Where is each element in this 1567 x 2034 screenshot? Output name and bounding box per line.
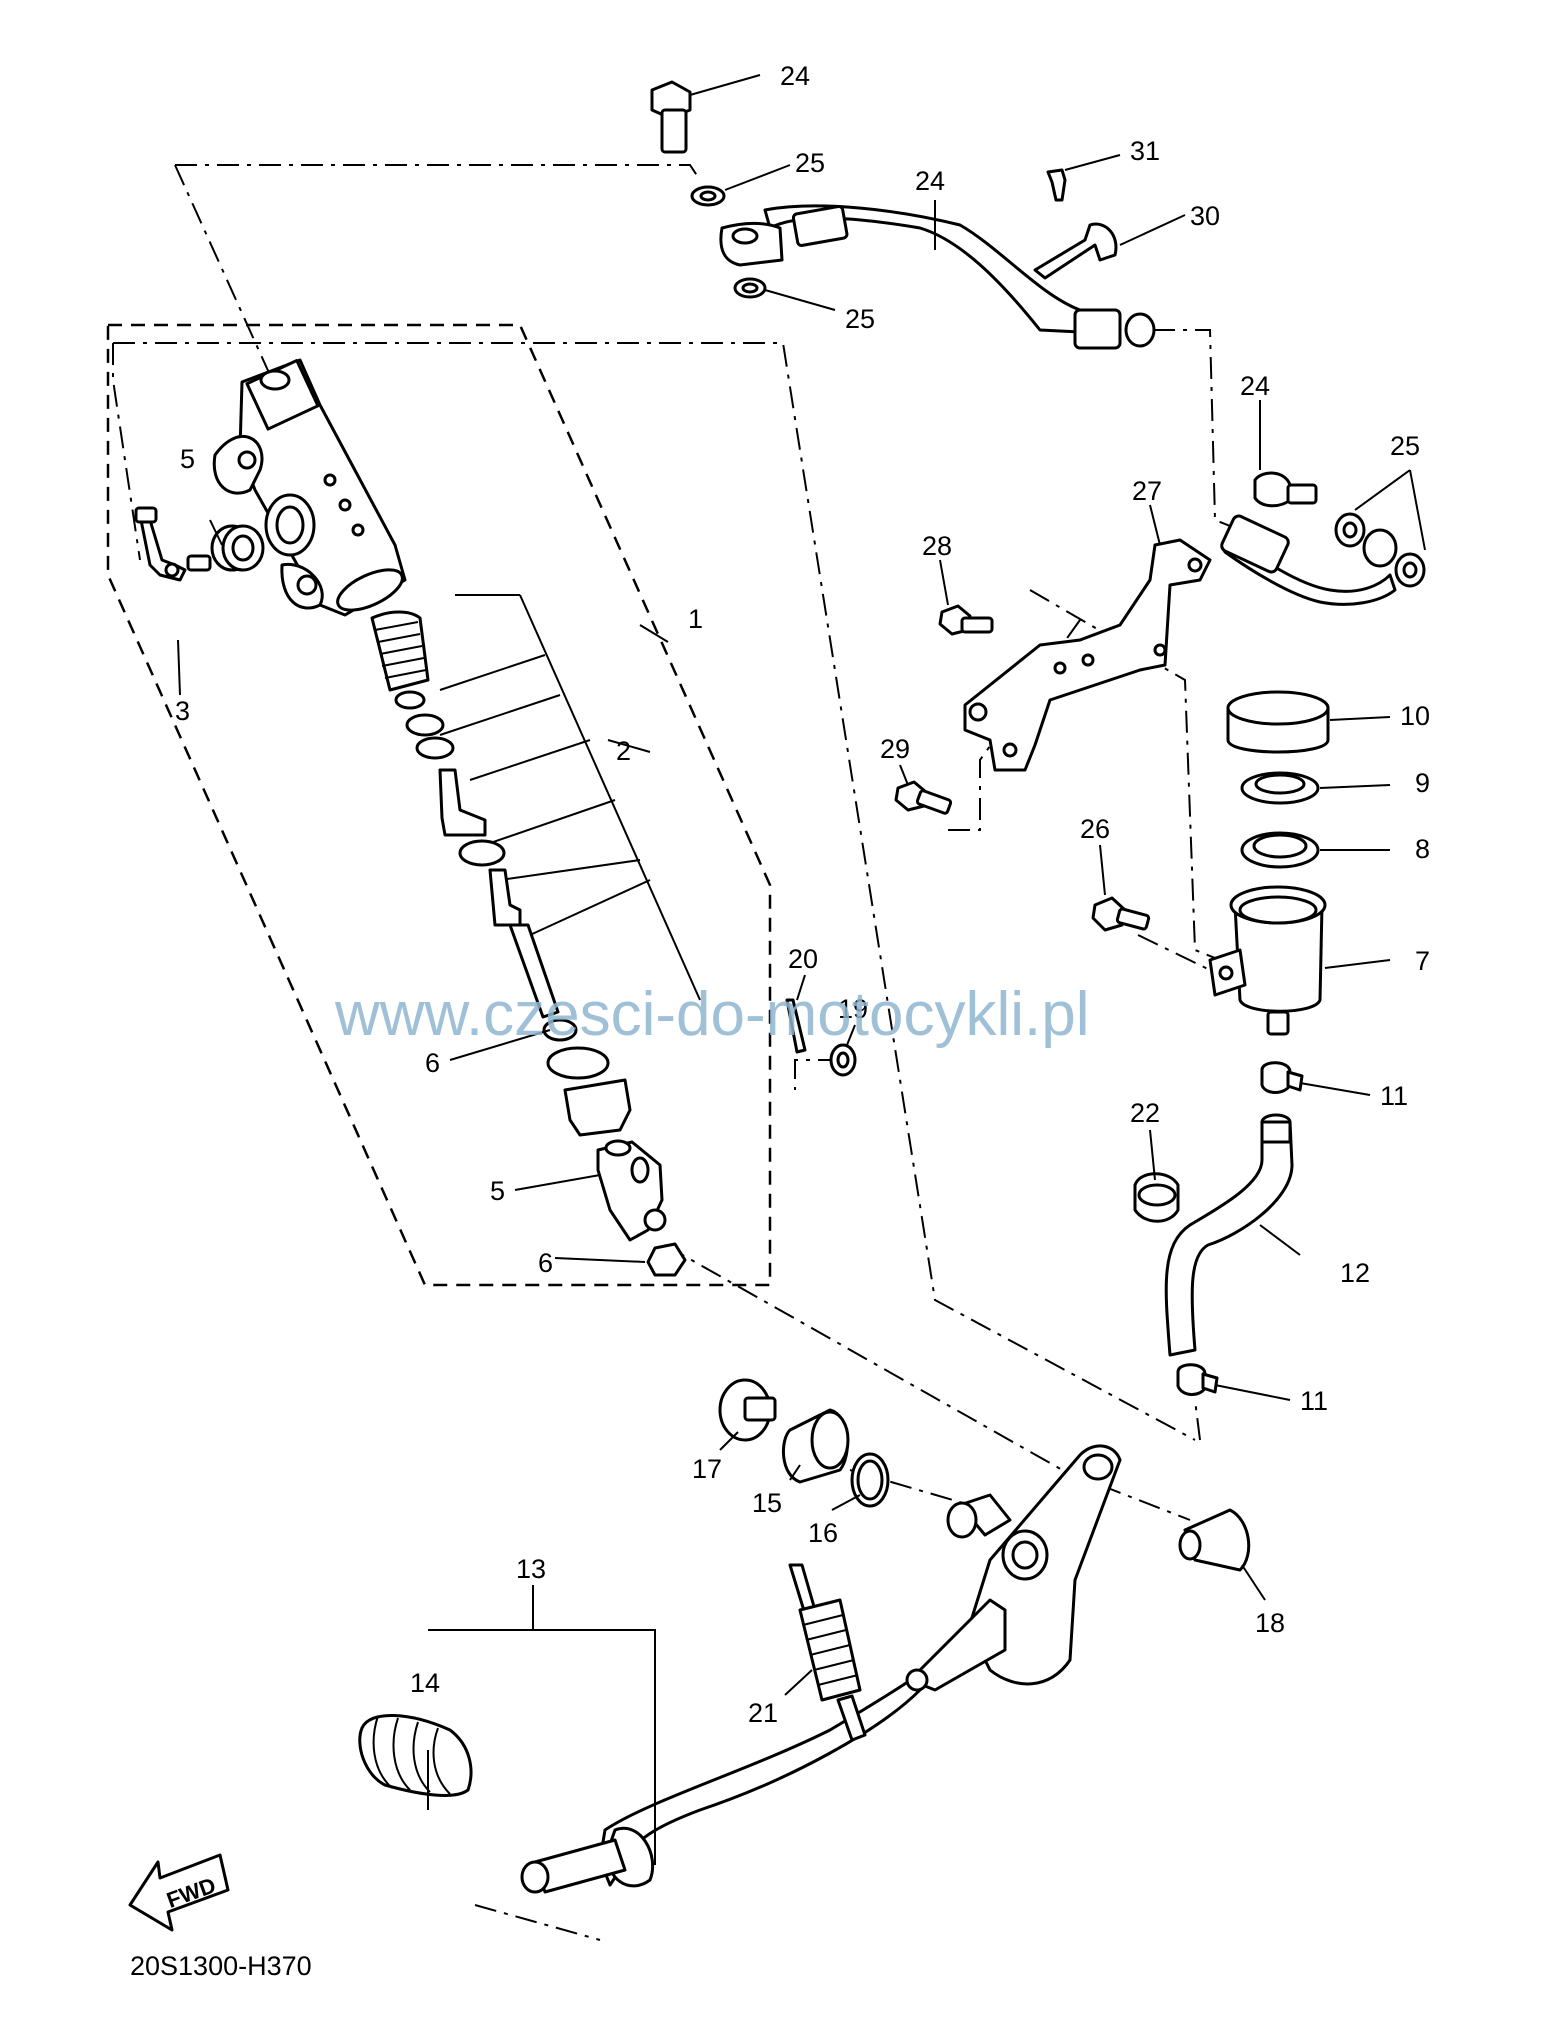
- fwd-arrow-icon: FWD: [128, 1853, 230, 1932]
- label-25-mid: 25: [845, 304, 875, 334]
- label-7: 7: [1415, 946, 1430, 976]
- screw-31: [1046, 168, 1067, 202]
- label-22: 22: [1130, 1098, 1160, 1128]
- label-20: 20: [788, 944, 818, 974]
- clip-11-bottom: [1176, 1363, 1219, 1396]
- label-30: 30: [1190, 201, 1220, 231]
- spring-21: [788, 1563, 867, 1742]
- cap-10: [1226, 690, 1330, 754]
- leader-lines: [177, 74, 1426, 1865]
- label-14: 14: [410, 1668, 440, 1698]
- label-5: 5: [490, 1176, 505, 1206]
- bush-15: [781, 1408, 850, 1484]
- cap-4: [186, 524, 265, 572]
- label-6-top: 6: [425, 1048, 440, 1078]
- label-3: 3: [175, 696, 190, 726]
- diagram-code: 20S1300-H370: [130, 1951, 312, 1981]
- part-labels: 24 25 24 31 30 25 24 25 27 28 5 1 3 2 10…: [175, 61, 1430, 1728]
- label-15: 15: [752, 1488, 782, 1518]
- pin-20: [785, 998, 807, 1054]
- bolt-28: [938, 604, 994, 636]
- master-cylinder-body: [212, 358, 407, 617]
- label-31: 31: [1130, 136, 1160, 166]
- piston-kit-2: [370, 610, 632, 1137]
- watermark: www.czesci-do-motocykli.pl: [334, 980, 1090, 1049]
- label-8: 8: [1415, 834, 1430, 864]
- label-2: 2: [616, 736, 631, 766]
- label-1: 1: [688, 604, 703, 634]
- ring-8: [1240, 831, 1320, 869]
- bolt-29: [894, 780, 953, 815]
- label-13: 13: [516, 1554, 546, 1584]
- master-cylinder-assembly-boundary: [106, 323, 772, 1287]
- footpeg-14: [358, 1713, 473, 1797]
- label-28: 28: [922, 531, 952, 561]
- label-24-right: 24: [1240, 371, 1270, 401]
- cap-17: [718, 1378, 777, 1442]
- label-26: 26: [1080, 814, 1110, 844]
- o-ring-16: [850, 1452, 890, 1508]
- clamp-30: [1033, 222, 1118, 280]
- label-16: 16: [808, 1518, 838, 1548]
- label-23: 24: [915, 166, 945, 196]
- reservoir-7: [1208, 885, 1327, 1036]
- label-11-bottom: 11: [1300, 1386, 1328, 1416]
- label-6-bottom: 6: [538, 1248, 553, 1278]
- label-24-top: 24: [780, 61, 810, 91]
- bolt-24-right: [1253, 471, 1318, 508]
- label-19: 19: [838, 994, 868, 1024]
- washers-25-right: [1334, 512, 1426, 588]
- label-21: 21: [748, 1698, 778, 1728]
- hose-12: [1164, 1113, 1294, 1357]
- label-29: 29: [880, 734, 910, 764]
- part-2-bracket: [439, 594, 701, 1001]
- clip-11-top: [1260, 1061, 1304, 1094]
- bolt-24-top: [650, 80, 692, 154]
- label-10: 10: [1400, 701, 1430, 731]
- brake-pedal-13: [520, 1444, 1122, 1894]
- nut-6: [646, 1242, 687, 1277]
- brake-hose-right: [1220, 514, 1397, 606]
- diaphragm-9: [1240, 771, 1320, 805]
- label-18: 18: [1255, 1608, 1285, 1638]
- label-25-top: 25: [795, 148, 825, 178]
- bolt-26: [1091, 896, 1151, 932]
- label-25-right: 25: [1390, 431, 1420, 461]
- label-17: 17: [692, 1454, 722, 1484]
- label-9: 9: [1415, 768, 1430, 798]
- clip-22: [1133, 1172, 1180, 1223]
- label-11-top: 11: [1380, 1081, 1408, 1111]
- pin-18: [1178, 1508, 1251, 1572]
- hose-joint-3: [134, 506, 187, 582]
- brake-hose-23: [719, 204, 1156, 350]
- label-12: 12: [1340, 1258, 1370, 1288]
- label-27: 27: [1132, 476, 1162, 506]
- washer-19: [829, 1043, 857, 1077]
- label-4: 5: [180, 444, 195, 474]
- clevis-5: [596, 1139, 667, 1242]
- bracket-27: [963, 538, 1212, 772]
- washers-25-top: [690, 185, 767, 299]
